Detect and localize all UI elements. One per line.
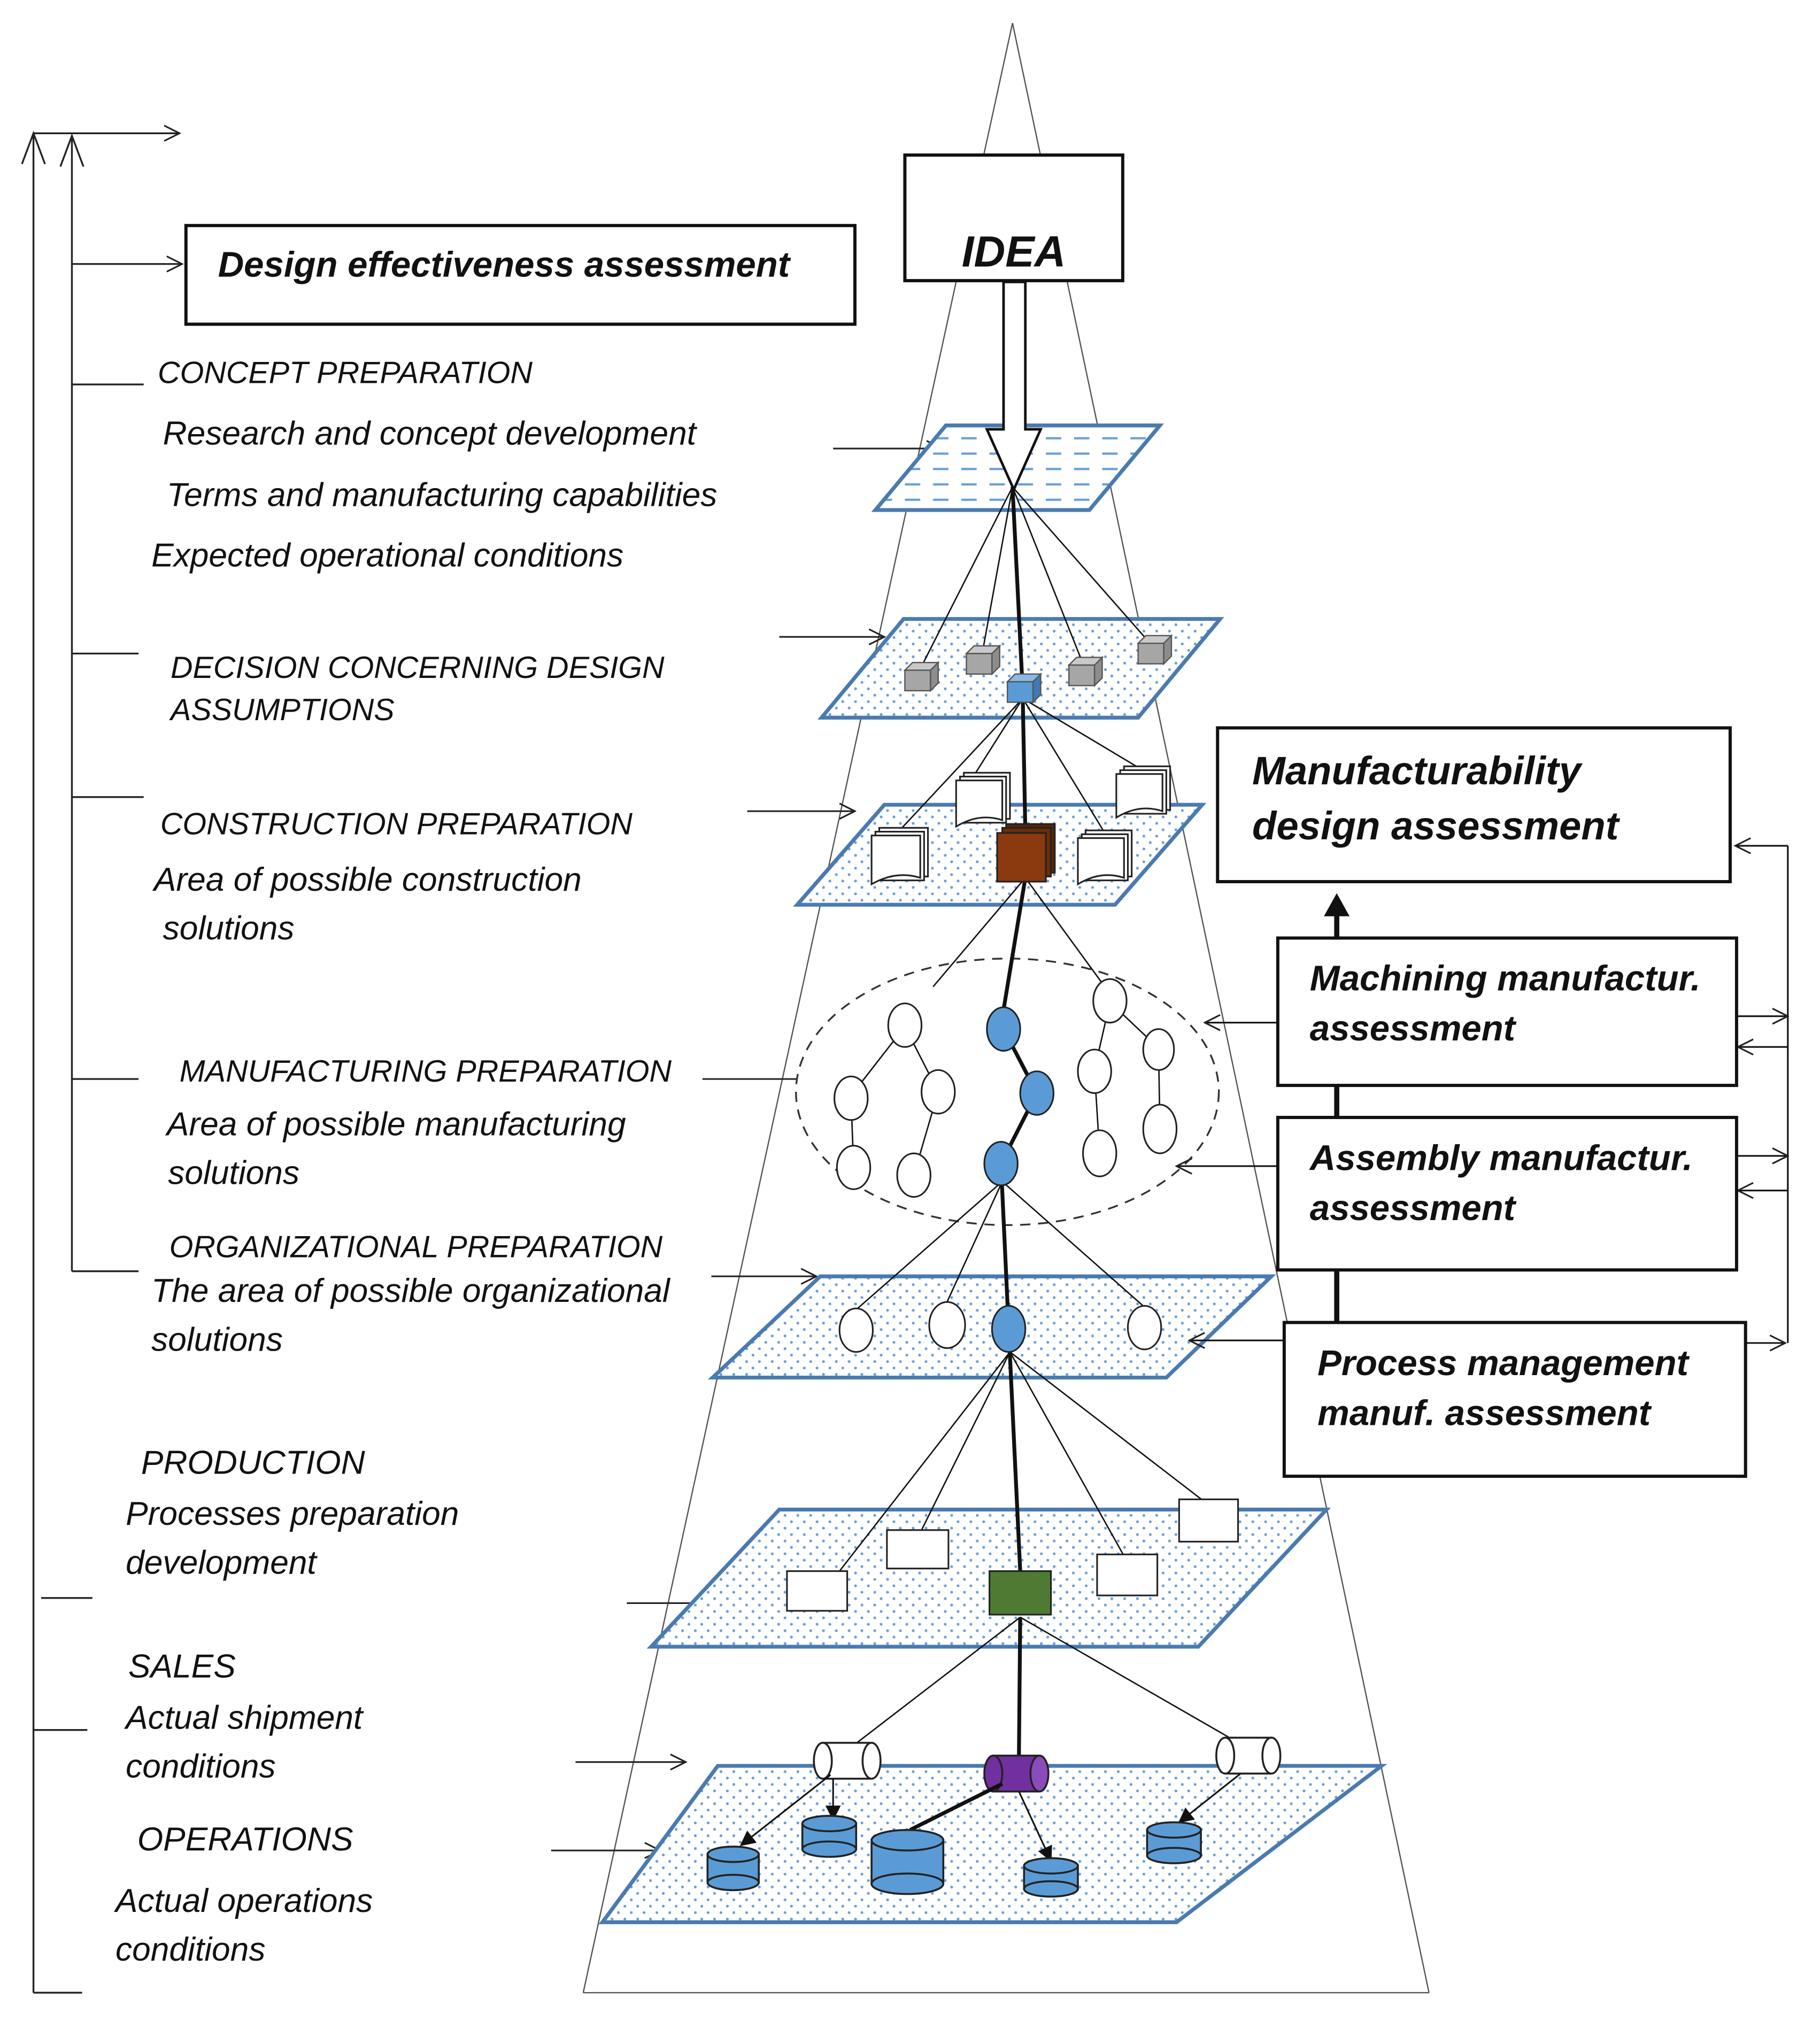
document-stack-icon — [1077, 829, 1133, 886]
manufacturing-line-1: Area of possible manufacturing — [165, 1106, 626, 1143]
manufacturing-options — [834, 978, 1178, 1198]
operations-title: OPERATIONS — [137, 1821, 353, 1858]
option-node — [896, 1152, 931, 1198]
option-node — [1077, 1048, 1112, 1094]
assembly-box: Assembly manufactur. assessment — [1276, 1116, 1738, 1272]
stage-arrows — [551, 449, 942, 1850]
document-stack-icon — [955, 772, 1011, 828]
concept-line-1: Research and concept development — [163, 415, 698, 452]
selected-node — [991, 1305, 1027, 1353]
grey-cube-option — [903, 661, 940, 692]
production-line-2: development — [126, 1544, 318, 1581]
concept-line-3: Expected operational conditions — [151, 537, 623, 574]
organizational-options — [838, 1301, 1162, 1353]
stage-labels: CONCEPT PREPARATION Research and concept… — [113, 356, 717, 1968]
manufacturing-line-2: solutions — [168, 1155, 299, 1192]
machining-line-1: Machining manufactur. — [1310, 959, 1701, 999]
selected-blue-cube — [1006, 672, 1043, 704]
selected-node — [1019, 1070, 1055, 1116]
option-node — [1127, 1305, 1162, 1351]
document-stack-icon — [870, 827, 929, 886]
concept-line-2: Terms and manufacturing capabilities — [167, 477, 718, 514]
sales-line-2: conditions — [126, 1748, 276, 1785]
selected-document-stack-icon — [996, 823, 1056, 883]
production-line-1: Processes preparation — [126, 1495, 459, 1532]
manufacturing-title: MANUFACTURING PREPARATION — [180, 1054, 672, 1089]
plane-operations — [598, 1764, 1387, 1924]
construction-options — [870, 765, 1171, 886]
construction-title: CONSTRUCTION PREPARATION — [160, 807, 633, 841]
pyramid-outline — [582, 22, 1430, 1994]
document-icon — [886, 1529, 950, 1570]
option-node — [887, 1002, 923, 1048]
decision-options — [903, 634, 1173, 704]
document-icon — [1096, 1553, 1159, 1596]
option-node — [1082, 1129, 1117, 1177]
sales-options — [813, 1737, 1282, 1793]
grey-cube-option — [965, 644, 1001, 676]
organizational-title: ORGANIZATIONAL PREPARATION — [169, 1230, 663, 1264]
grey-cube-option — [1067, 655, 1104, 688]
option-node — [834, 1075, 869, 1121]
option-node — [836, 1145, 872, 1190]
horizontal-cylinder-icon — [813, 1741, 882, 1780]
production-title: PRODUCTION — [141, 1444, 366, 1481]
idea-block: IDEA — [903, 153, 1124, 493]
organizational-line-1: The area of possible organizational — [151, 1272, 671, 1309]
option-node — [1142, 1104, 1178, 1154]
idea-label: IDEA — [962, 228, 1066, 276]
process-management-box: Process management manuf. assessment — [1282, 1321, 1747, 1478]
machining-line-2: assessment — [1310, 1008, 1517, 1048]
operations-line-2: conditions — [115, 1931, 266, 1968]
machining-box: Machining manufactur. assessment — [1276, 936, 1738, 1087]
option-node — [928, 1301, 966, 1349]
production-options — [786, 1498, 1239, 1616]
selected-large-cylinder-icon — [870, 1829, 945, 1895]
process-management-line-1: Process management — [1317, 1343, 1690, 1383]
option-node — [921, 1069, 956, 1115]
assembly-line-2: assessment — [1310, 1188, 1517, 1228]
design-effectiveness-label: Design effectiveness assessment — [218, 245, 791, 285]
organizational-line-2: solutions — [151, 1321, 283, 1358]
manufacturability-box: Manufacturability design assessment — [1216, 726, 1732, 884]
decision-title-1: DECISION CONCERNING DESIGN — [171, 651, 665, 685]
grey-cube-option — [1136, 634, 1173, 666]
construction-line-1: Area of possible construction — [152, 861, 582, 898]
option-node — [1092, 978, 1128, 1024]
sales-title: SALES — [128, 1648, 236, 1685]
sales-line-1: Actual shipment — [124, 1699, 364, 1736]
assembly-line-1: Assembly manufactur. — [1309, 1138, 1693, 1178]
selected-node — [983, 1141, 1019, 1186]
option-node — [838, 1307, 874, 1353]
selected-node — [986, 1006, 1021, 1052]
operations-options — [706, 1815, 1202, 1898]
left-bracket — [21, 133, 182, 1994]
operations-line-1: Actual operations — [113, 1883, 373, 1919]
cylinder-icon — [1023, 1857, 1079, 1898]
operations-connections — [739, 1772, 1241, 1862]
horizontal-cylinder-icon — [1215, 1737, 1282, 1775]
construction-line-2: solutions — [163, 910, 295, 947]
document-icon — [1178, 1498, 1239, 1542]
decision-title-2: ASSUMPTIONS — [169, 693, 395, 727]
option-node — [1142, 1028, 1175, 1071]
cylinder-icon — [706, 1846, 760, 1892]
cylinder-icon — [801, 1815, 858, 1858]
cylinder-icon — [1146, 1821, 1202, 1864]
selected-document-icon — [989, 1570, 1052, 1616]
concept-title: CONCEPT PREPARATION — [158, 356, 533, 390]
process-management-line-2: manuf. assessment — [1317, 1393, 1652, 1433]
design-effectiveness-box: Design effectiveness assessment — [184, 223, 857, 326]
document-stack-icon — [1115, 765, 1171, 819]
manufacturability-line-1: Manufacturability — [1252, 749, 1583, 793]
document-icon — [786, 1570, 849, 1612]
manufacturability-line-2: design assessment — [1252, 804, 1621, 848]
